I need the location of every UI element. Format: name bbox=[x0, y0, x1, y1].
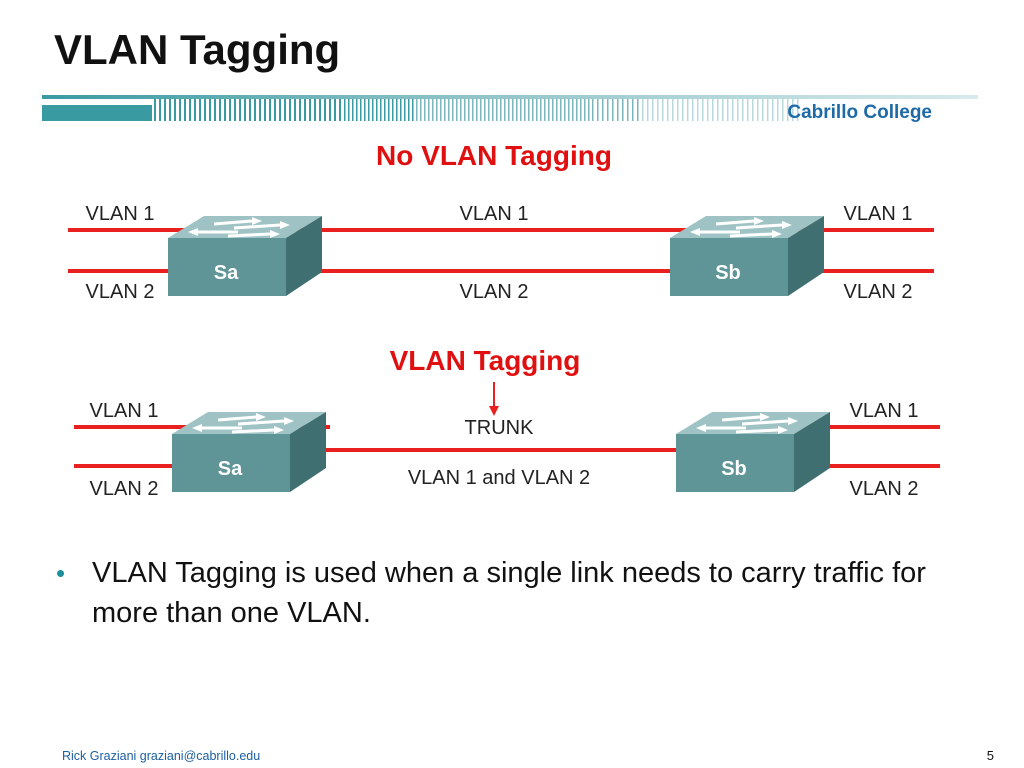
bottom-right-vlan2-label: VLAN 2 bbox=[850, 478, 919, 500]
trunk-label: TRUNK bbox=[465, 417, 535, 439]
bullet-item: • VLAN Tagging is used when a single lin… bbox=[56, 553, 956, 633]
switch-sb-top-icon bbox=[668, 214, 826, 298]
bullet-icon: • bbox=[56, 558, 66, 588]
top-mid-vlan1-label: VLAN 1 bbox=[460, 203, 529, 225]
page-number: 5 bbox=[986, 748, 994, 763]
switch-sa-top-icon bbox=[166, 214, 324, 298]
switch-sa-top-label: Sa bbox=[214, 262, 239, 284]
vlan-diagram: No VLAN Tagging Sa Sb VLAN 1 VLAN 2 VLAN… bbox=[68, 140, 940, 500]
top-right-vlan2-label: VLAN 2 bbox=[844, 281, 913, 303]
top-right-vlan1-label: VLAN 1 bbox=[844, 203, 913, 225]
switch-sa-bottom-label: Sa bbox=[218, 458, 243, 480]
top-mid-vlan2-label: VLAN 2 bbox=[460, 281, 529, 303]
header-banner bbox=[42, 95, 978, 121]
switch-sb-bottom-icon bbox=[674, 410, 832, 494]
trunk-pointer-arrowhead bbox=[489, 406, 499, 416]
vlan-tagging-heading: VLAN Tagging bbox=[390, 345, 581, 376]
bottom-left-vlan2-label: VLAN 2 bbox=[90, 478, 159, 500]
top-left-vlan1-label: VLAN 1 bbox=[86, 203, 155, 225]
switch-sb-bottom-label: Sb bbox=[721, 458, 747, 480]
footer-author: Rick Graziani graziani@cabrillo.edu bbox=[62, 749, 261, 763]
bottom-left-vlan1-label: VLAN 1 bbox=[90, 400, 159, 422]
slide-title: VLAN Tagging bbox=[54, 26, 341, 73]
switch-sb-top-label: Sb bbox=[715, 262, 741, 284]
bullet-text: VLAN Tagging is used when a single link … bbox=[92, 557, 926, 629]
no-vlan-tagging-heading: No VLAN Tagging bbox=[376, 140, 612, 171]
switch-sa-bottom-icon bbox=[170, 410, 328, 494]
trunk-vlans-label: VLAN 1 and VLAN 2 bbox=[408, 467, 590, 489]
bottom-right-vlan1-label: VLAN 1 bbox=[850, 400, 919, 422]
college-logo-text: Cabrillo College bbox=[787, 102, 932, 123]
top-left-vlan2-label: VLAN 2 bbox=[86, 281, 155, 303]
